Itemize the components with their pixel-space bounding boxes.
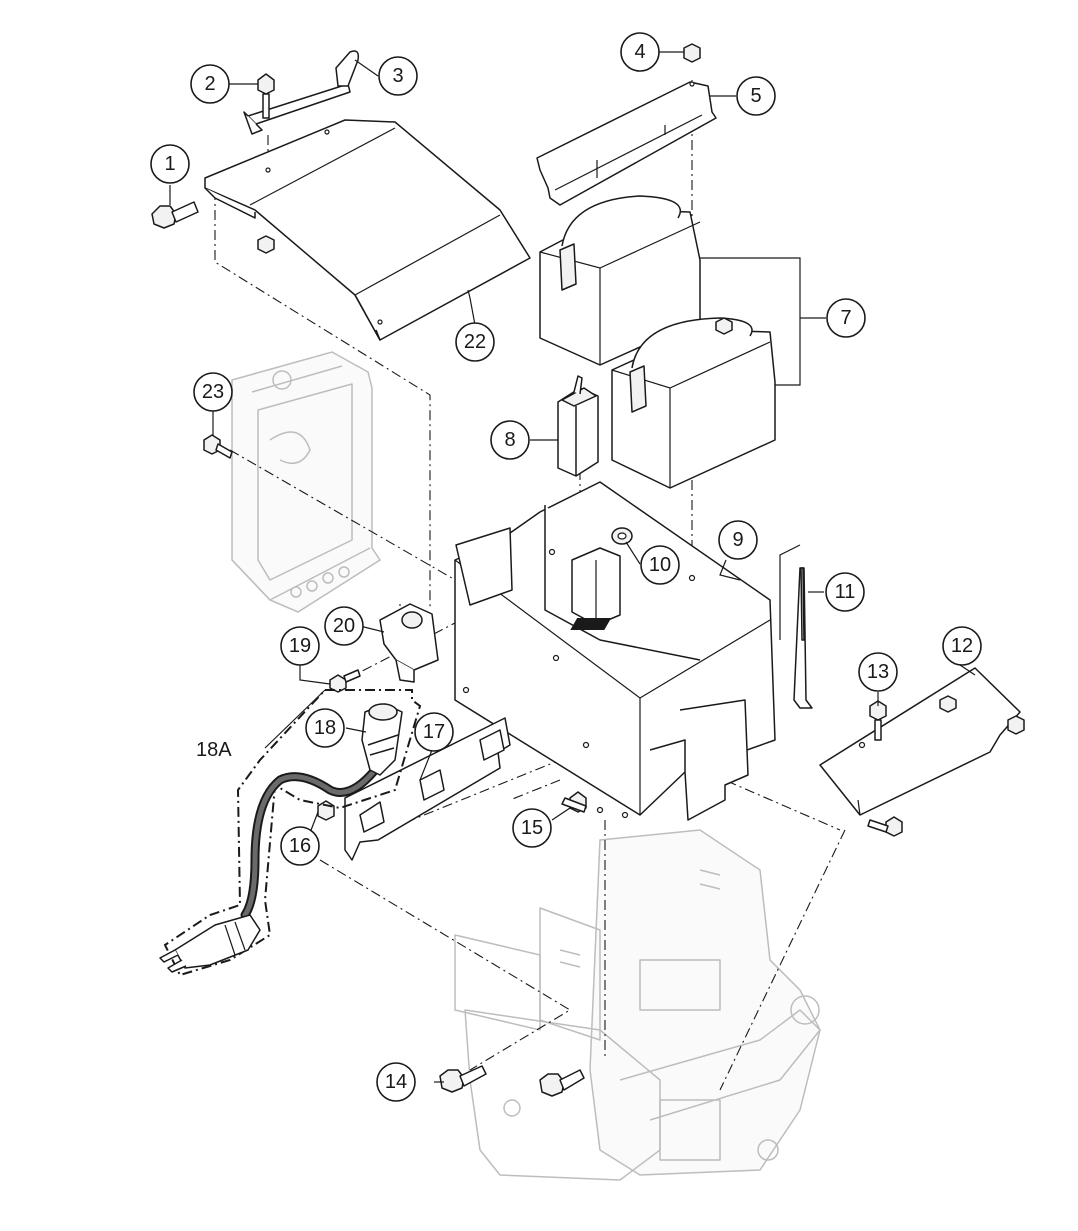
svg-text:12: 12 [951, 635, 973, 657]
grommet-10 [611, 527, 633, 545]
callout-9: 9 [718, 520, 758, 560]
svg-text:18A: 18A [196, 739, 232, 761]
top-cover [204, 119, 531, 341]
callout-13: 13 [858, 652, 898, 692]
nut-16 [317, 800, 335, 821]
callout-8: 8 [490, 420, 530, 460]
svg-text:18: 18 [314, 717, 336, 739]
callout-14: 14 [376, 1062, 416, 1102]
callout-20: 20 [324, 606, 364, 646]
svg-text:1: 1 [164, 153, 175, 175]
screw-23 [203, 434, 233, 459]
svg-text:4: 4 [634, 41, 645, 63]
svg-text:9: 9 [732, 529, 743, 551]
callout-17: 17 [414, 712, 454, 752]
charger-module [557, 375, 599, 477]
nut-4 [683, 43, 701, 63]
callout-15: 15 [512, 808, 552, 848]
callout-10: 10 [640, 545, 680, 585]
ghost-bracket-frame [231, 351, 382, 613]
svg-text:5: 5 [750, 85, 761, 107]
screw-2 [257, 73, 275, 119]
side-plate-12 [819, 667, 1025, 816]
screw-19 [329, 669, 361, 693]
callout-11: 11 [825, 572, 865, 612]
screw-13 [869, 700, 887, 741]
battery-front [611, 317, 776, 489]
label-18a: 18A [196, 739, 232, 761]
svg-text:2: 2 [204, 73, 215, 95]
svg-text:22: 22 [464, 331, 486, 353]
svg-text:7: 7 [840, 307, 851, 329]
battery-hold-down [536, 81, 717, 206]
cord-plug [159, 914, 261, 973]
svg-text:3: 3 [392, 65, 403, 87]
svg-text:13: 13 [867, 661, 889, 683]
callout-1: 1 [150, 144, 190, 184]
callout-leaders [169, 51, 976, 1083]
callout-4: 4 [620, 32, 660, 72]
svg-text:16: 16 [289, 835, 311, 857]
main-battery-box [454, 481, 776, 821]
lower-bracket-17 [344, 717, 511, 861]
svg-text:23: 23 [202, 381, 224, 403]
j-bolt-11 [779, 544, 813, 709]
svg-text:14: 14 [385, 1071, 407, 1093]
outlet-housing-20 [379, 603, 439, 683]
callout-22: 22 [455, 322, 495, 362]
svg-text:10: 10 [649, 554, 671, 576]
screw-15 [561, 791, 587, 813]
svg-text:20: 20 [333, 615, 355, 637]
callout-2: 2 [190, 64, 230, 104]
svg-text:17: 17 [423, 721, 445, 743]
callout-23: 23 [193, 372, 233, 412]
callout-19: 19 [280, 626, 320, 666]
cord-assembly-18a [159, 689, 422, 977]
svg-text:8: 8 [504, 429, 515, 451]
callout-16: 16 [280, 826, 320, 866]
screw-1 [151, 201, 199, 229]
callout-12: 12 [942, 626, 982, 666]
screw-14-right [539, 1069, 585, 1097]
cover-bracket [243, 50, 360, 135]
callout-7: 7 [826, 298, 866, 338]
callout-3: 3 [378, 56, 418, 96]
screw-12-bottom [867, 816, 903, 837]
battery-rear [539, 195, 701, 366]
vent-grid [570, 618, 612, 630]
ghost-hitch-frame [454, 829, 821, 1181]
callout-5: 5 [736, 76, 776, 116]
svg-text:11: 11 [835, 581, 856, 603]
callout-18: 18 [305, 708, 345, 748]
screw-14-left [439, 1065, 487, 1093]
cord-connector-18 [361, 703, 403, 776]
svg-text:15: 15 [521, 817, 543, 839]
svg-text:19: 19 [289, 635, 311, 657]
